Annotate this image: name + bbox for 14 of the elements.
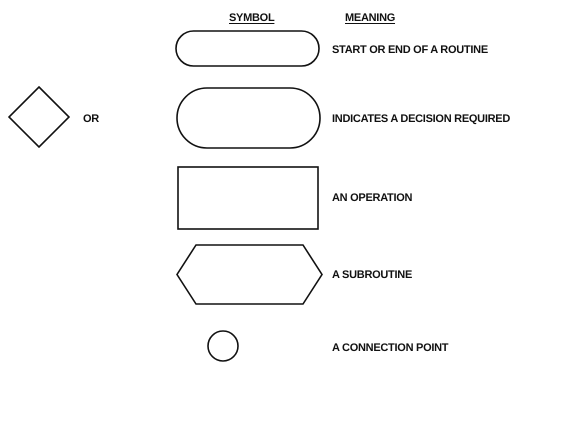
terminal-symbol — [175, 30, 320, 67]
meaning-text: OR — [83, 112, 99, 127]
operation-rectangle — [177, 166, 319, 230]
meaning-text: A SUBROUTINE — [332, 268, 412, 283]
meaning-text: START OR END OF A ROUTINE — [332, 43, 488, 58]
connector-circle — [207, 330, 239, 362]
meaning-text: A CONNECTION POINT — [332, 341, 448, 356]
meaning-text: AN OPERATION — [332, 191, 412, 206]
column-heading: MEANING — [345, 11, 396, 26]
terminal-symbol — [176, 87, 321, 149]
meaning-text: INDICATES A DECISION REQUIRED — [332, 112, 510, 127]
column-heading: SYMBOL — [229, 11, 274, 26]
subroutine-hexagon — [176, 244, 323, 305]
decision-diamond — [8, 86, 70, 148]
